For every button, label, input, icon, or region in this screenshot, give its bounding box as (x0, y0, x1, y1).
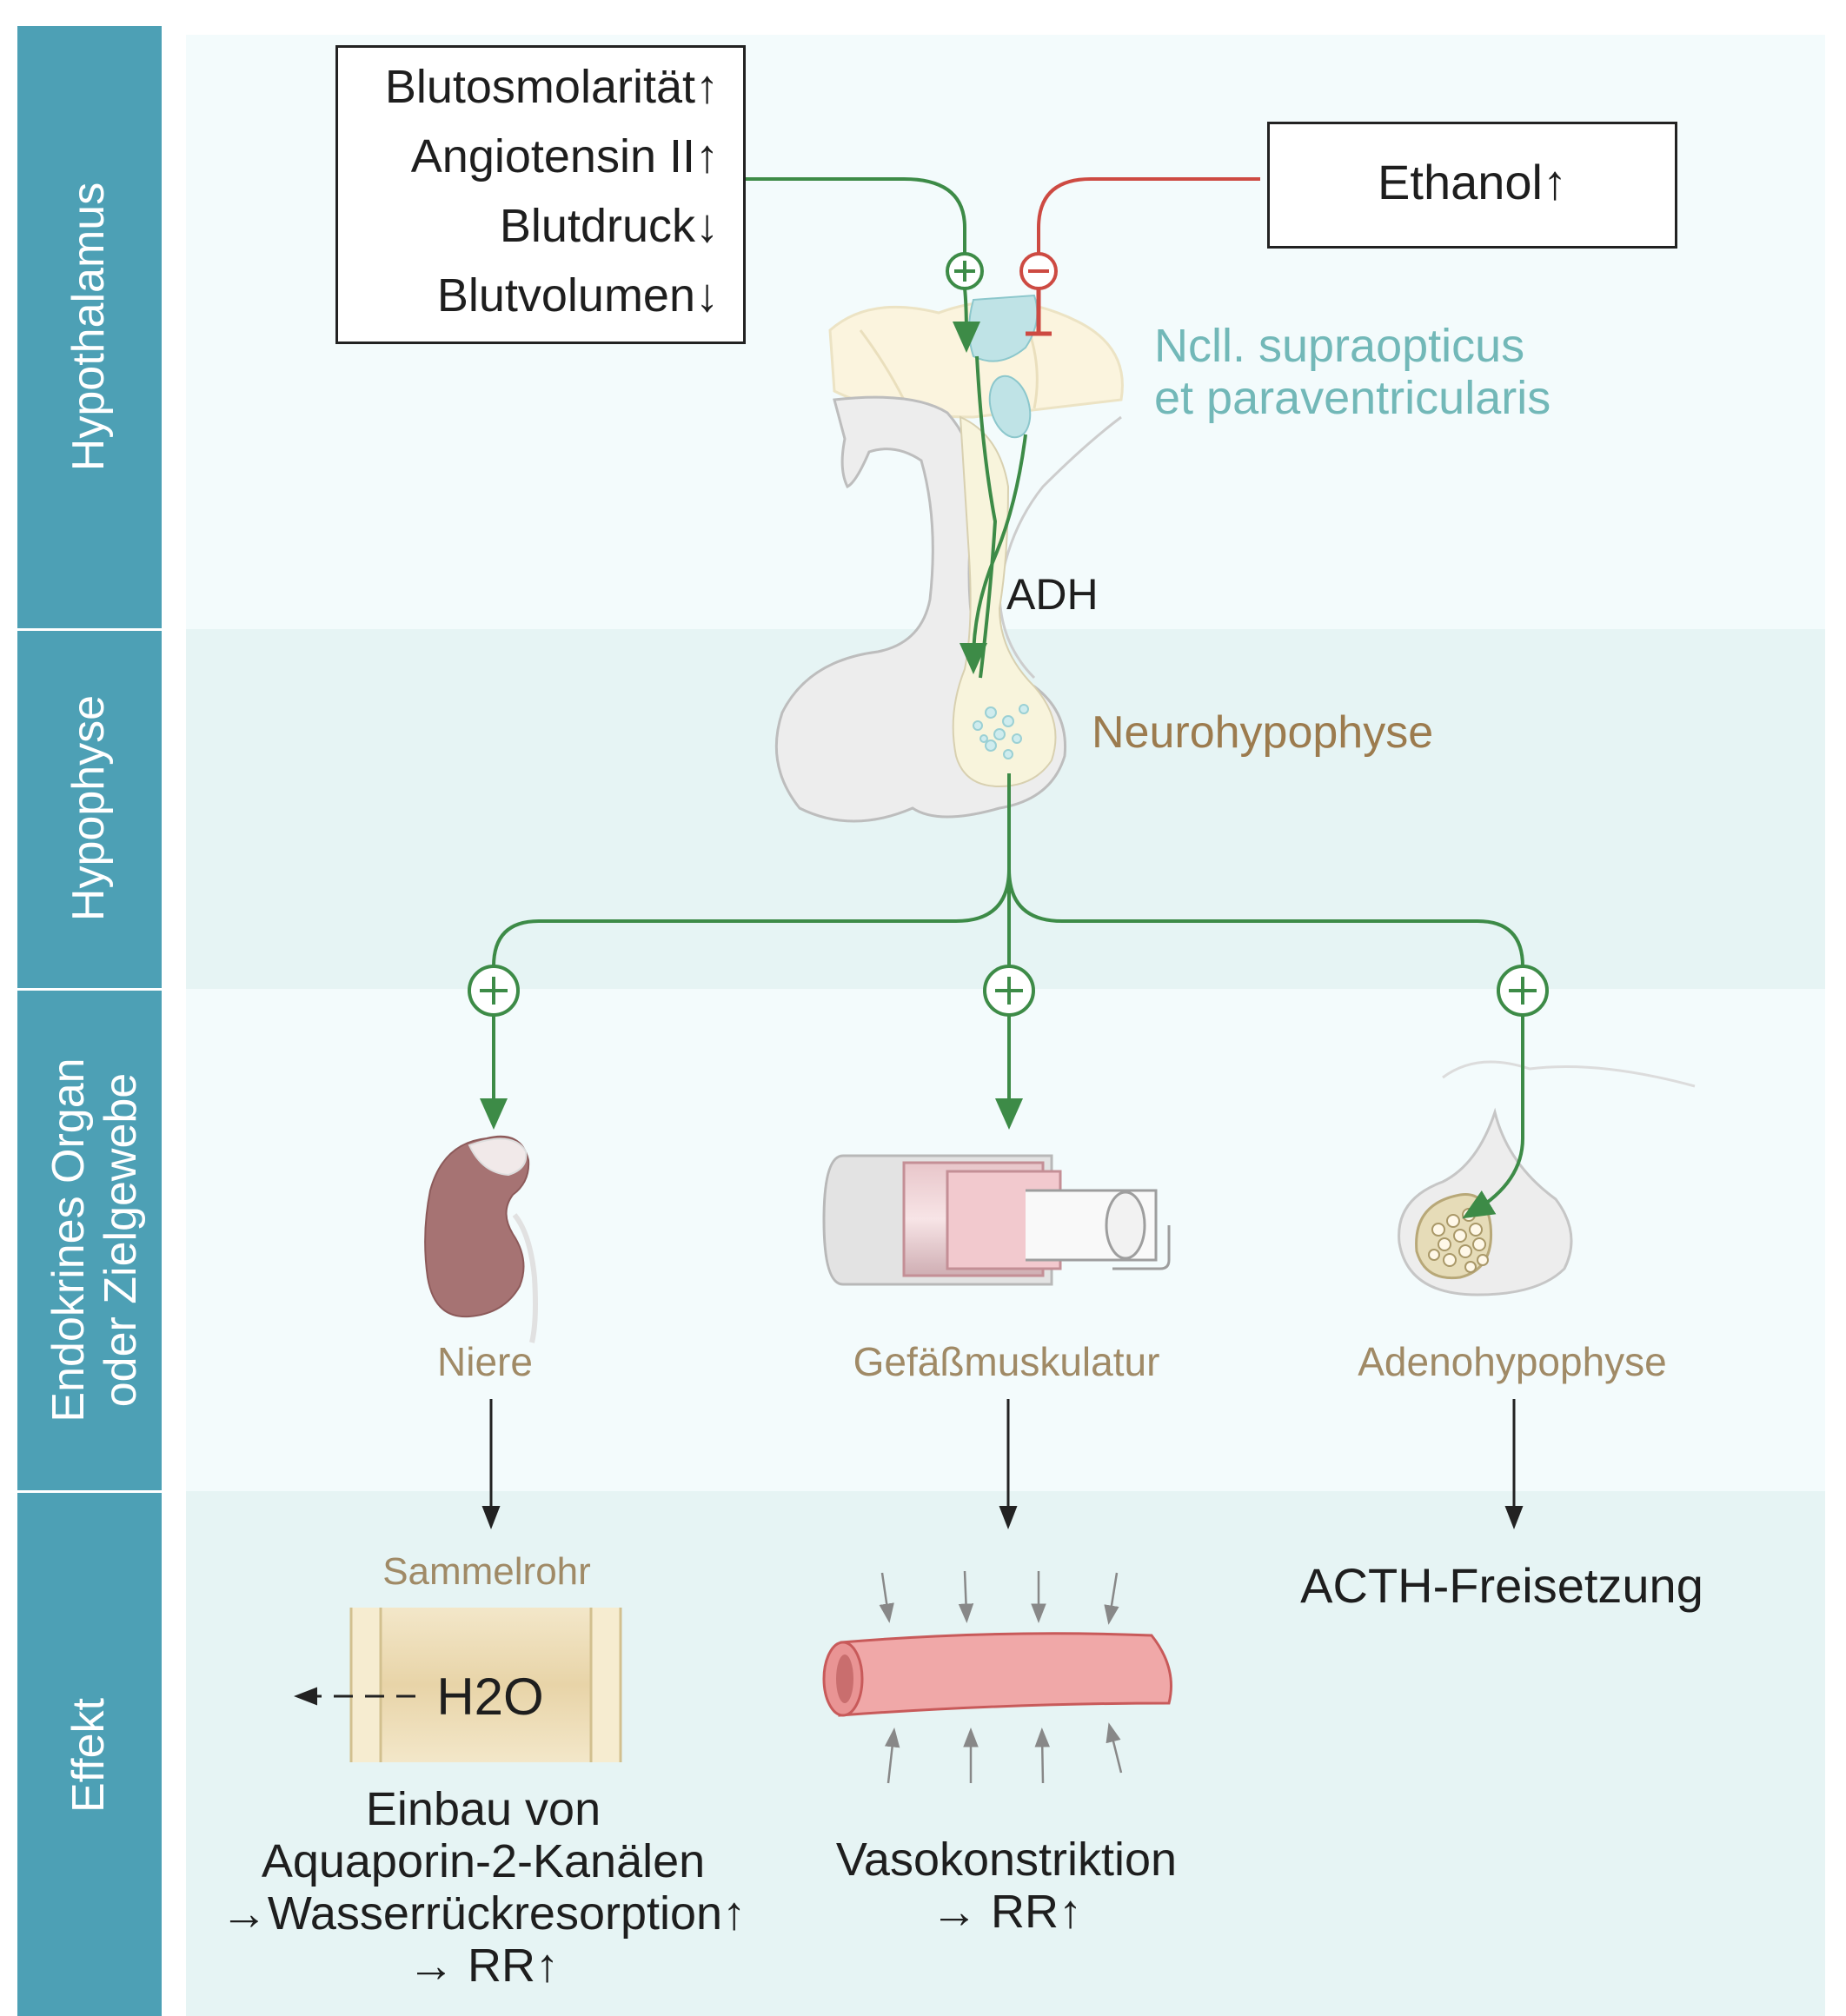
stimulus-item: Blutdruck↓ (499, 200, 719, 252)
effect-line: → RR↑ (931, 1886, 1082, 1938)
activation-sign (468, 965, 520, 1017)
sidebar (17, 26, 162, 2016)
ethanol-label: Ethanol↑ (1378, 155, 1567, 209)
stimulus-item: Angiotensin II↑ (410, 130, 719, 182)
effect-line: Vasokonstriktion (835, 1834, 1178, 1886)
collecting-duct-label: Sammelrohr (382, 1550, 591, 1593)
vessel-effect-text: Vasokonstriktion → RR↑ (836, 1834, 1177, 1938)
neurohypophyse-label: Neurohypophyse (1092, 707, 1434, 758)
stimulus-box: Blutosmolarität↑ Angiotensin II↑ Blutdru… (335, 45, 746, 344)
hormone-label: ADH (1006, 570, 1099, 619)
constricted-vessel-icon (822, 1570, 1172, 1784)
sidebar-divider (17, 1490, 162, 1493)
nuclei-label: Ncll. supraopticus et paraventricularis (1154, 320, 1551, 424)
effect-line: → RR↑ (408, 1940, 559, 1992)
vessel-wall-layers-icon (822, 1154, 1171, 1286)
kidney-effect-text: Einbau von Aquaporin-2-Kanälen →Wasserrü… (221, 1783, 746, 1992)
sidebar-divider (17, 988, 162, 991)
adenohypophysis-icon (1398, 1060, 1696, 1296)
nuclei-label-line: et paraventricularis (1154, 372, 1551, 424)
water-molecule-label: H2O (436, 1668, 544, 1726)
hypothalamus-pituitary-illustration (774, 294, 1124, 823)
nuclei-label-line: Ncll. supraopticus (1154, 320, 1525, 372)
acth-release-text: ACTH-Freisetzung (1300, 1558, 1703, 1613)
collecting-duct-icon (349, 1608, 622, 1762)
ethanol-box: Ethanol↑ (1267, 122, 1677, 249)
target-label-vessel: Gefäßmuskulatur (853, 1339, 1160, 1384)
stimulus-item: Blutvolumen↓ (436, 269, 719, 322)
activation-sign (1497, 965, 1549, 1017)
stimulus-item: Blutosmolarität↑ (384, 61, 719, 113)
target-label-adenohypophyse: Adenohypophyse (1358, 1339, 1667, 1384)
effect-line: Aquaporin-2-Kanälen (261, 1835, 706, 1887)
kidney-icon (424, 1135, 538, 1343)
activation-sign (983, 965, 1035, 1017)
target-label-kidney: Niere (437, 1339, 533, 1384)
sidebar-divider (17, 628, 162, 631)
effect-line: Einbau von (365, 1783, 601, 1835)
effect-line: →Wasserrückresorption↑ (220, 1887, 747, 1940)
